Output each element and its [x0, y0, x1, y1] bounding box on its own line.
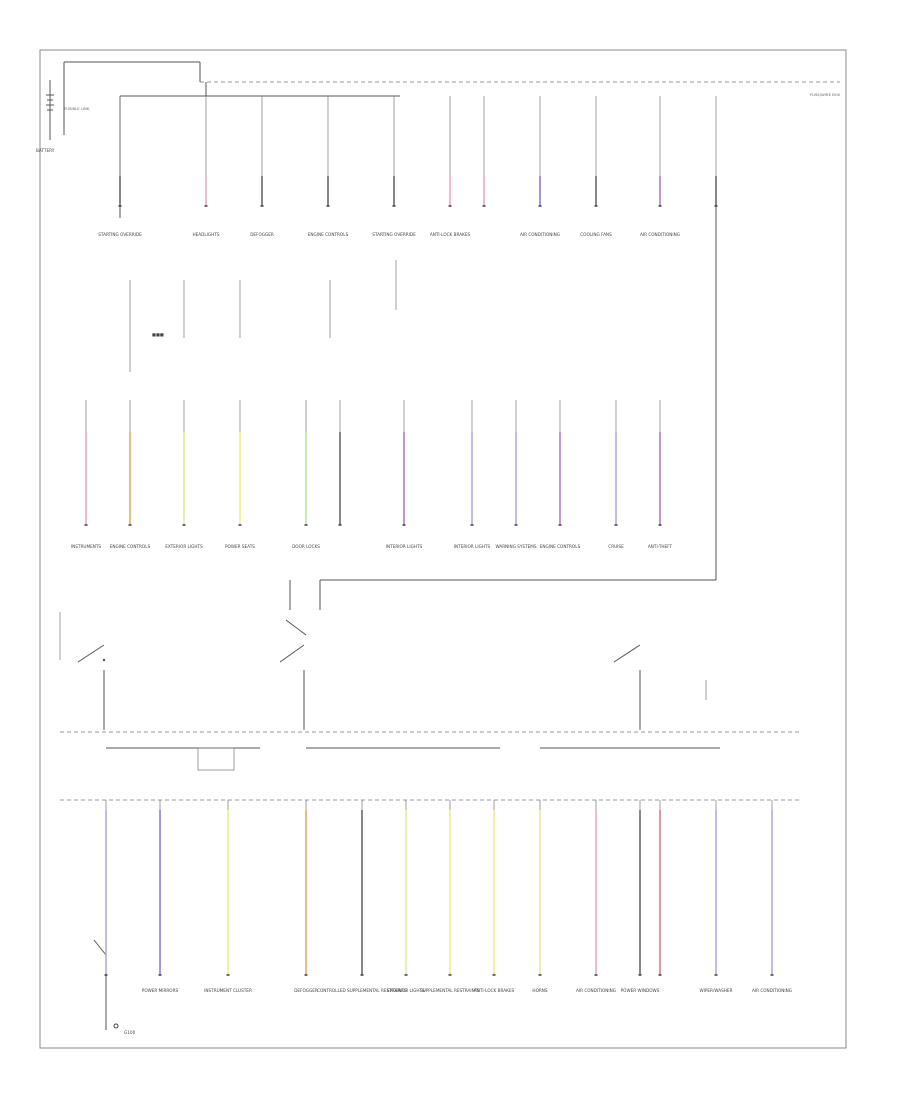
- row4-label-1: POWER MIRRORS: [142, 988, 179, 993]
- row4-label-12: WIPER/WASHER: [699, 988, 732, 993]
- row4-label-3: DEFOGGER: [294, 988, 318, 993]
- row3-label-0: INSTRUMENTS: [71, 544, 102, 549]
- row1-label-3: ENGINE CONTROLS: [308, 232, 349, 237]
- row4-label-13: AIR CONDITIONING: [752, 988, 792, 993]
- row1-label-1: HEADLIGHTS: [192, 232, 219, 237]
- row3-label-3: POWER SEATS: [225, 544, 255, 549]
- row1-label-4: STARTING OVERRIDE: [372, 232, 416, 237]
- circuit-wires: STARTING OVERRIDE HEADLIGHTS DEFOGGER ENGIN…: [71, 96, 792, 993]
- row4-label-9: AIR CONDITIONING: [576, 988, 616, 993]
- r2-code-1: ■■■: [152, 332, 164, 337]
- row3-label-1: ENGINE CONTROLS: [110, 544, 151, 549]
- row1-label-9: AIR CONDITIONING: [640, 232, 680, 237]
- row3-label-6: INTERIOR LIGHTS: [386, 544, 423, 549]
- battery-label: BATTERY: [36, 148, 55, 153]
- row3-label-2: EXTERIOR LIGHTS: [165, 544, 203, 549]
- row3-label-7: INTERIOR LIGHTS: [454, 544, 491, 549]
- relay-box: [197, 747, 235, 771]
- row1-label-7: AIR CONDITIONING: [520, 232, 560, 237]
- fusible-link-label: FUSIBLE LINK: [64, 106, 90, 111]
- row3-label-4: DOOR LOCKS: [292, 544, 320, 549]
- fuse-box-label: FUSE/WIRE BOX: [810, 92, 840, 97]
- row4-label-2: INSTRUMENT CLUSTER: [204, 988, 252, 993]
- row3-label-8: WARNING SYSTEMS: [495, 544, 536, 549]
- ignition-switch-left: [59, 612, 106, 730]
- row1-label-2: DEFOGGER: [250, 232, 274, 237]
- row4-label-6: SUPPLEMENTAL RESTRAINTS: [420, 988, 480, 993]
- row1-label-5: ANTI-LOCK BRAKES: [430, 232, 471, 237]
- row4-label-10: POWER WINDOWS: [621, 988, 660, 993]
- row3-label-9: ENGINE CONTROLS: [540, 544, 581, 549]
- row4-label-7: ANTI-LOCK BRAKES: [474, 988, 515, 993]
- ground-label: G100: [124, 1030, 136, 1035]
- row1-label-8: COOLING FANS: [580, 232, 612, 237]
- row3-label-11: ANTI-THEFT: [648, 544, 673, 549]
- fuse-cluster-row2: ■■■: [129, 260, 397, 372]
- row3-label-10: CRUISE: [608, 544, 624, 549]
- diagram-frame: [39, 49, 847, 1049]
- ignition-switch-middle: [279, 619, 307, 730]
- row4-label-4: CONTROLLED SUPPLEMENTAL RESTRAINTS: [317, 988, 407, 993]
- battery-symbol: BATTERY: [36, 75, 65, 153]
- row1-label-0: STARTING OVERRIDE: [98, 232, 142, 237]
- row4-label-5: EXTERIOR LIGHTS: [387, 988, 425, 993]
- ignition-switch-right: [613, 644, 707, 730]
- row4-label-8: HORNS: [532, 988, 547, 993]
- ground-path: G100: [93, 920, 136, 1035]
